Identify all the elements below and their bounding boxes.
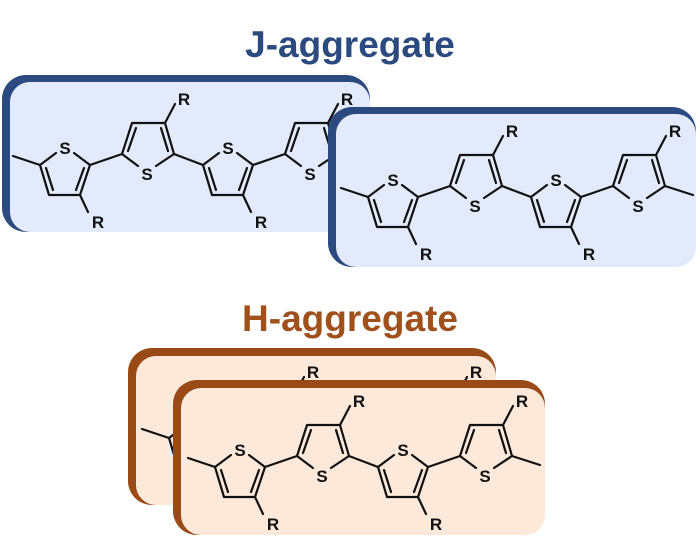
j-aggregate-back-panel xyxy=(2,75,370,232)
h-aggregate-title: H-aggregate xyxy=(242,298,458,339)
j-aggregate-front-panel xyxy=(328,107,696,267)
h-aggregate-front-panel xyxy=(173,380,545,535)
j-aggregate-title: J-aggregate xyxy=(245,24,455,65)
